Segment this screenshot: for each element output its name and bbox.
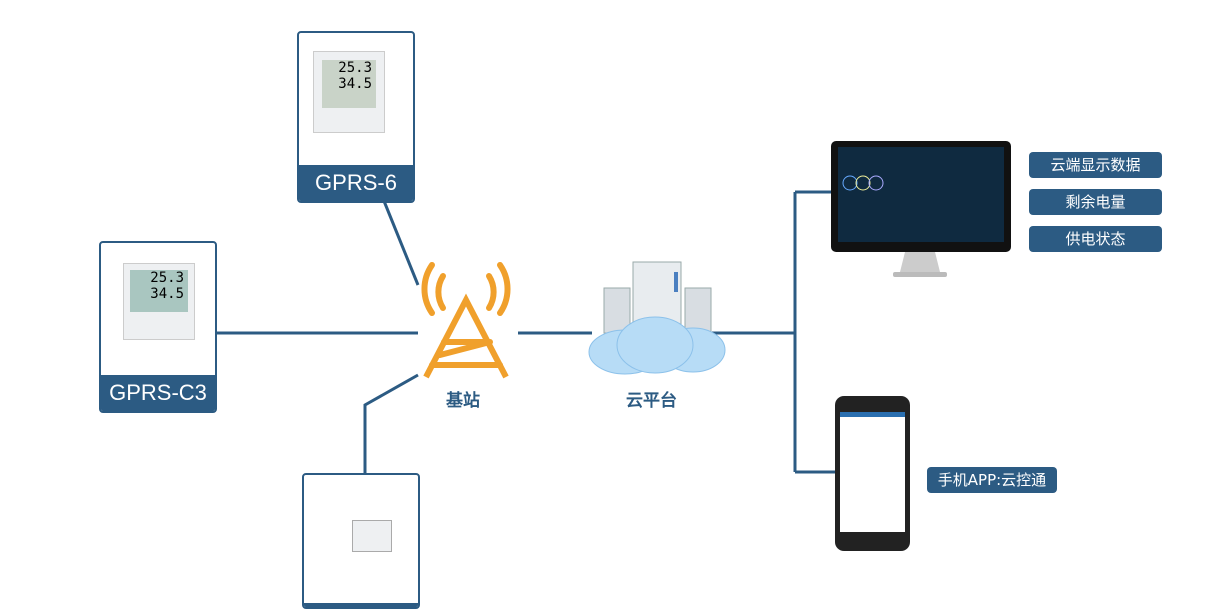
- device-image: [352, 520, 392, 552]
- base-station-label: 基站: [446, 391, 480, 411]
- screen-humidity: 34.5: [338, 76, 372, 92]
- screen-temperature: 25.3: [150, 270, 184, 286]
- device-card-multi-probe: [302, 473, 420, 609]
- screen-humidity: 34.5: [150, 286, 184, 302]
- feature-power-status: 供电状态: [1029, 226, 1162, 252]
- device-label: GPRS-6: [299, 165, 413, 201]
- device-label: GPRS-C3: [101, 375, 215, 411]
- mobile-app-label: 手机APP:云控通: [927, 467, 1057, 493]
- feature-battery: 剩余电量: [1029, 189, 1162, 215]
- device-label: [304, 603, 418, 607]
- feature-cloud-display: 云端显示数据: [1029, 152, 1162, 178]
- line-third-device: [363, 373, 419, 473]
- screen-temperature: 25.3: [338, 60, 372, 76]
- line-gprs6: [382, 200, 420, 286]
- phone-app-icon: [835, 396, 910, 551]
- cloud-platform-label: 云平台: [626, 391, 677, 411]
- monitor-dashboard-icon: [831, 141, 1011, 277]
- cloud-server-icon: [588, 261, 726, 375]
- base-station-tower-icon: [421, 262, 511, 379]
